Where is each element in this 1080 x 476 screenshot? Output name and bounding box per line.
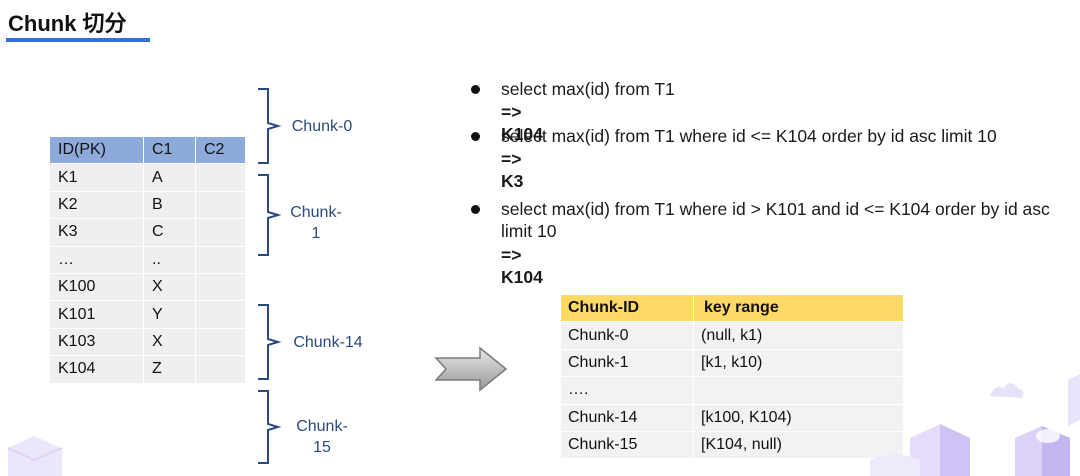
cell-c2 xyxy=(195,272,246,302)
table-row: K104 Z xyxy=(49,355,246,384)
table-header-row: Chunk-ID key range xyxy=(560,293,904,323)
cell-c2 xyxy=(195,355,246,384)
table-row: …. xyxy=(560,376,904,405)
table-row: K2 B xyxy=(49,190,246,220)
table-row: … .. xyxy=(49,245,246,274)
cell-chunk-id: Chunk-15 xyxy=(560,430,694,460)
chunk-label-14: Chunk-14 xyxy=(293,334,363,351)
cell-id: K2 xyxy=(49,190,144,220)
header-c1: C1 xyxy=(143,135,196,165)
cell-c2 xyxy=(195,300,246,329)
cell-chunk-id: …. xyxy=(560,376,694,405)
header-c2: C2 xyxy=(195,135,246,165)
cell-c2 xyxy=(195,245,246,274)
bullet-icon xyxy=(471,85,480,94)
bullet-icon xyxy=(471,132,480,141)
cell-id: K100 xyxy=(49,272,144,302)
chunk-label-1-line1: Chunk- xyxy=(290,204,342,221)
cell-c2 xyxy=(195,218,246,247)
brace-chunk-14 xyxy=(258,304,282,380)
cell-c1: Z xyxy=(143,355,196,384)
table-row: Chunk-1 [k1, k10) xyxy=(560,348,904,378)
brace-chunk-0 xyxy=(258,88,282,164)
cell-c1: .. xyxy=(143,245,196,274)
cell-c1: X xyxy=(143,327,196,357)
table-row: K103 X xyxy=(49,327,246,357)
table-row: K100 X xyxy=(49,272,246,302)
cell-c1: X xyxy=(143,272,196,302)
cell-id: K1 xyxy=(49,163,144,192)
cell-c1: B xyxy=(143,190,196,220)
cell-key-range: [K104, null) xyxy=(693,430,904,460)
table-row: K1 A xyxy=(49,163,246,192)
brace-chunk-15 xyxy=(258,390,282,464)
cell-chunk-id: Chunk-1 xyxy=(560,348,694,378)
query-sql: select max(id) from T1 where id <= K104 … xyxy=(501,126,997,146)
cell-id: … xyxy=(49,245,144,274)
header-chunk-id: Chunk-ID xyxy=(560,293,694,323)
brace-chunk-1 xyxy=(258,174,282,256)
cell-c1: Y xyxy=(143,300,196,329)
header-key-range: key range xyxy=(693,293,904,323)
right-arrow-icon xyxy=(434,346,508,392)
chunk-label-15-line1: Chunk- xyxy=(296,418,348,435)
cell-id: K103 xyxy=(49,327,144,357)
cell-id: K104 xyxy=(49,355,144,384)
cell-key-range: [k1, k10) xyxy=(693,348,904,378)
chunk-label-15-line2: 15 xyxy=(313,439,331,456)
query-result: => K104 xyxy=(501,245,543,287)
header-id-pk: ID(PK) xyxy=(49,135,144,165)
cell-key-range: (null, k1) xyxy=(693,321,904,350)
cell-id: K101 xyxy=(49,300,144,329)
query-result: => K3 xyxy=(501,149,524,191)
cell-key-range: [k100, K104) xyxy=(693,403,904,432)
chunk-label-1: Chunk- 1 xyxy=(278,202,354,244)
table-row: Chunk-15 [K104, null) xyxy=(560,430,904,460)
cell-key-range xyxy=(693,376,904,405)
cell-c2 xyxy=(195,327,246,357)
chunk-label-0: Chunk-0 xyxy=(291,118,353,135)
cell-c2 xyxy=(195,190,246,220)
bullet-icon xyxy=(471,205,480,214)
chunk-label-15: Chunk- 15 xyxy=(284,416,360,458)
source-table: ID(PK) C1 C2 K1 A K2 B K3 C … .. K100 X … xyxy=(49,135,246,384)
query-sql: select max(id) from T1 xyxy=(501,79,675,99)
table-header-row: ID(PK) C1 C2 xyxy=(49,135,246,165)
page-title: Chunk 切分 xyxy=(8,11,127,36)
table-row: K3 C xyxy=(49,218,246,247)
query-sql: select max(id) from T1 where id > K101 a… xyxy=(501,199,1050,241)
chunk-range-table: Chunk-ID key range Chunk-0 (null, k1) Ch… xyxy=(560,293,904,460)
cell-c1: A xyxy=(143,163,196,192)
table-row: Chunk-14 [k100, K104) xyxy=(560,403,904,432)
cell-chunk-id: Chunk-0 xyxy=(560,321,694,350)
query-result: => K104 xyxy=(501,102,543,144)
chunk-label-1-line2: 1 xyxy=(311,225,321,242)
decorative-city-illustration xyxy=(870,374,1080,476)
title-underline xyxy=(6,38,150,42)
table-row: Chunk-0 (null, k1) xyxy=(560,321,904,350)
cell-chunk-id: Chunk-14 xyxy=(560,403,694,432)
cell-c1: C xyxy=(143,218,196,247)
decorative-cube-icon xyxy=(7,436,63,476)
cell-id: K3 xyxy=(49,218,144,247)
table-row: K101 Y xyxy=(49,300,246,329)
cell-c2 xyxy=(195,163,246,192)
